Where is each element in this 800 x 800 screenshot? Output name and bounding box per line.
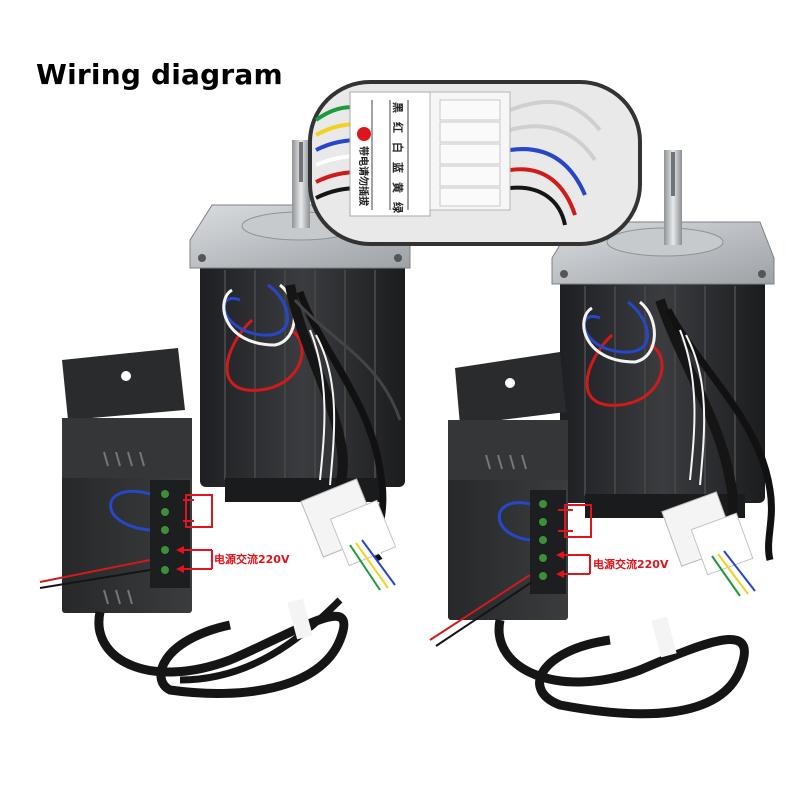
- left-power-label: 电源交流220V: [214, 552, 290, 566]
- connector-icon: [300, 478, 401, 591]
- color-name-green: 绿: [391, 202, 405, 214]
- right-power-label: 电源交流220V: [593, 557, 669, 571]
- left-motor: [189, 140, 411, 591]
- connector-inset: 黑 红 白 蓝 黄 绿 带电请勿插拔: [308, 80, 642, 246]
- color-name-black: 黑: [391, 102, 404, 113]
- warning-text: 带电请勿插拔: [357, 146, 370, 207]
- cable-tie-icon: [651, 616, 677, 658]
- cable-tie-icon: [287, 598, 313, 640]
- shaft-icon: [292, 140, 310, 228]
- color-name-white: 白: [391, 142, 405, 153]
- color-name-red: 红: [391, 122, 405, 133]
- page-title: Wiring diagram: [36, 58, 283, 91]
- left-annotations: 电源交流220V: [176, 494, 290, 573]
- controller-icon: [62, 348, 192, 613]
- right-controller: 电源交流220V: [429, 352, 749, 719]
- shaft-icon: [664, 150, 682, 245]
- right-annotations: 电源交流220V: [556, 504, 669, 578]
- left-controller: 电源交流220V: [39, 348, 349, 698]
- connector-icon: [661, 491, 756, 597]
- color-name-blue: 蓝: [391, 162, 405, 173]
- warning-icon: [357, 127, 371, 141]
- color-name-yellow: 黄: [391, 182, 405, 193]
- controller-icon: [448, 352, 568, 620]
